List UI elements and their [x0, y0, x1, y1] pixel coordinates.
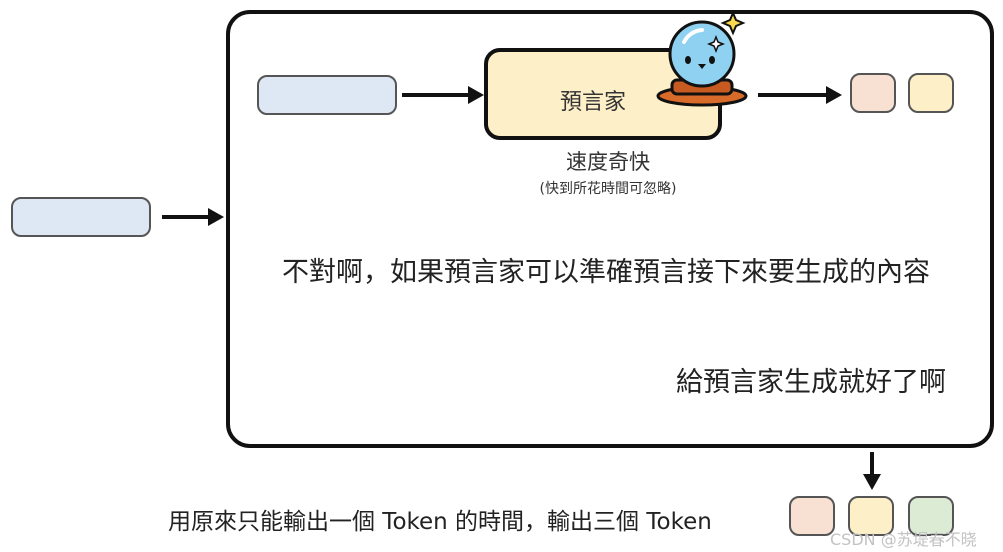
output-token-1 [789, 496, 835, 536]
watermark: CSDN @苏堤春不晓 [830, 530, 977, 549]
predictor-output-arrow [758, 93, 828, 97]
output-token-2 [848, 496, 894, 536]
answer-text: 給預言家生成就好了啊 [676, 367, 946, 398]
down-arrow [870, 452, 874, 476]
outer-input-arrow [162, 215, 210, 219]
inner-input-arrow-head [468, 86, 484, 104]
crystal-ball-icon [654, 10, 750, 108]
speed-note: (快到所花時間可忽略) [539, 181, 677, 197]
output-token-3 [908, 496, 954, 536]
predicted-token-1 [850, 73, 896, 113]
outer-input-arrow-head [208, 208, 224, 226]
predicted-token-2 [908, 73, 954, 113]
outer-input-token [11, 197, 151, 237]
down-arrow-head [863, 474, 881, 490]
speed-label: 速度奇快 [566, 150, 650, 174]
inner-input-token [257, 75, 397, 115]
bottom-caption: 用原來只能輸出一個 Token 的時間，輸出三個 Token [168, 509, 712, 535]
inner-input-arrow [402, 93, 470, 97]
question-text: 不對啊，如果預言家可以準確預言接下來要生成的內容 [282, 257, 930, 288]
main-frame [226, 10, 994, 448]
predictor-label: 預言家 [559, 90, 626, 115]
predictor-output-arrow-head [826, 86, 842, 104]
